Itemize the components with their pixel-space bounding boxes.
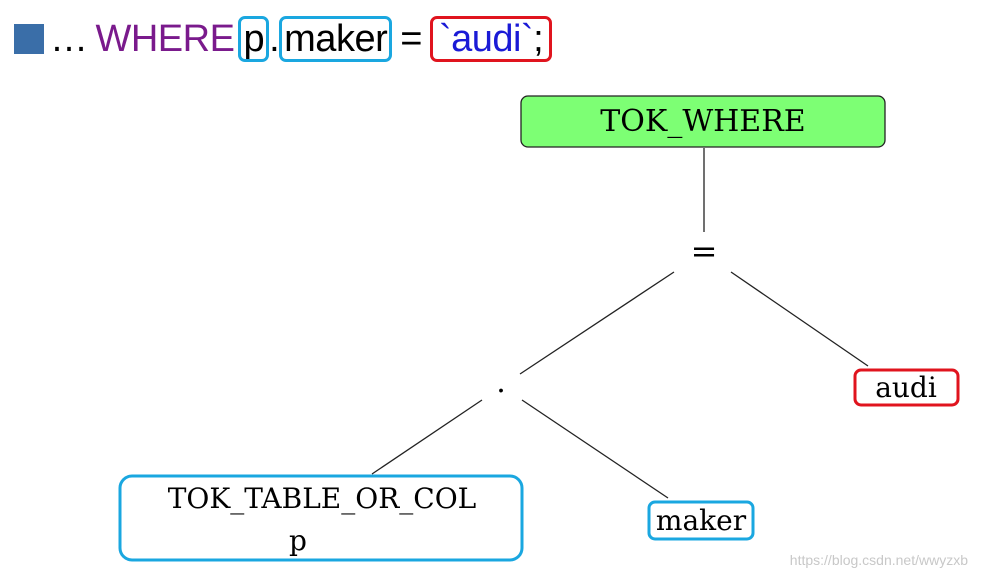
edge-dot-to-maker bbox=[521, 399, 669, 499]
table-node-box bbox=[118, 474, 524, 562]
edge-equals-to-dot bbox=[519, 271, 675, 375]
root-node-box bbox=[520, 95, 886, 148]
query-literal: `audi` bbox=[438, 18, 534, 60]
query-table-alias: p bbox=[238, 16, 270, 62]
square-bullet-icon bbox=[14, 24, 44, 54]
root-node-label: TOK_WHERE bbox=[600, 104, 805, 139]
equals-node-label: = bbox=[691, 232, 718, 270]
query-literal-box: `audi`; bbox=[429, 16, 553, 62]
audi-node-box bbox=[853, 368, 960, 407]
table-node-alias: p bbox=[289, 524, 307, 557]
query-operator: = bbox=[400, 18, 422, 60]
audi-node-label: audi bbox=[875, 371, 937, 404]
edge-equals-to-audi bbox=[730, 271, 869, 367]
maker-node-label: maker bbox=[656, 504, 747, 537]
query-dot: . bbox=[269, 18, 280, 60]
query-line: … WHERE p . maker = `audi`; bbox=[14, 12, 553, 66]
dot-node-label: . bbox=[496, 365, 506, 400]
maker-node-box bbox=[647, 500, 755, 541]
query-terminator: ; bbox=[533, 18, 544, 60]
edge-dot-to-table bbox=[371, 399, 483, 475]
watermark: https://blog.csdn.net/wwyzxb bbox=[789, 552, 968, 568]
table-node-label: TOK_TABLE_OR_COL bbox=[168, 482, 477, 515]
query-column: maker bbox=[279, 16, 393, 62]
query-keyword: WHERE bbox=[95, 18, 235, 60]
query-ellipsis: … bbox=[50, 18, 88, 60]
